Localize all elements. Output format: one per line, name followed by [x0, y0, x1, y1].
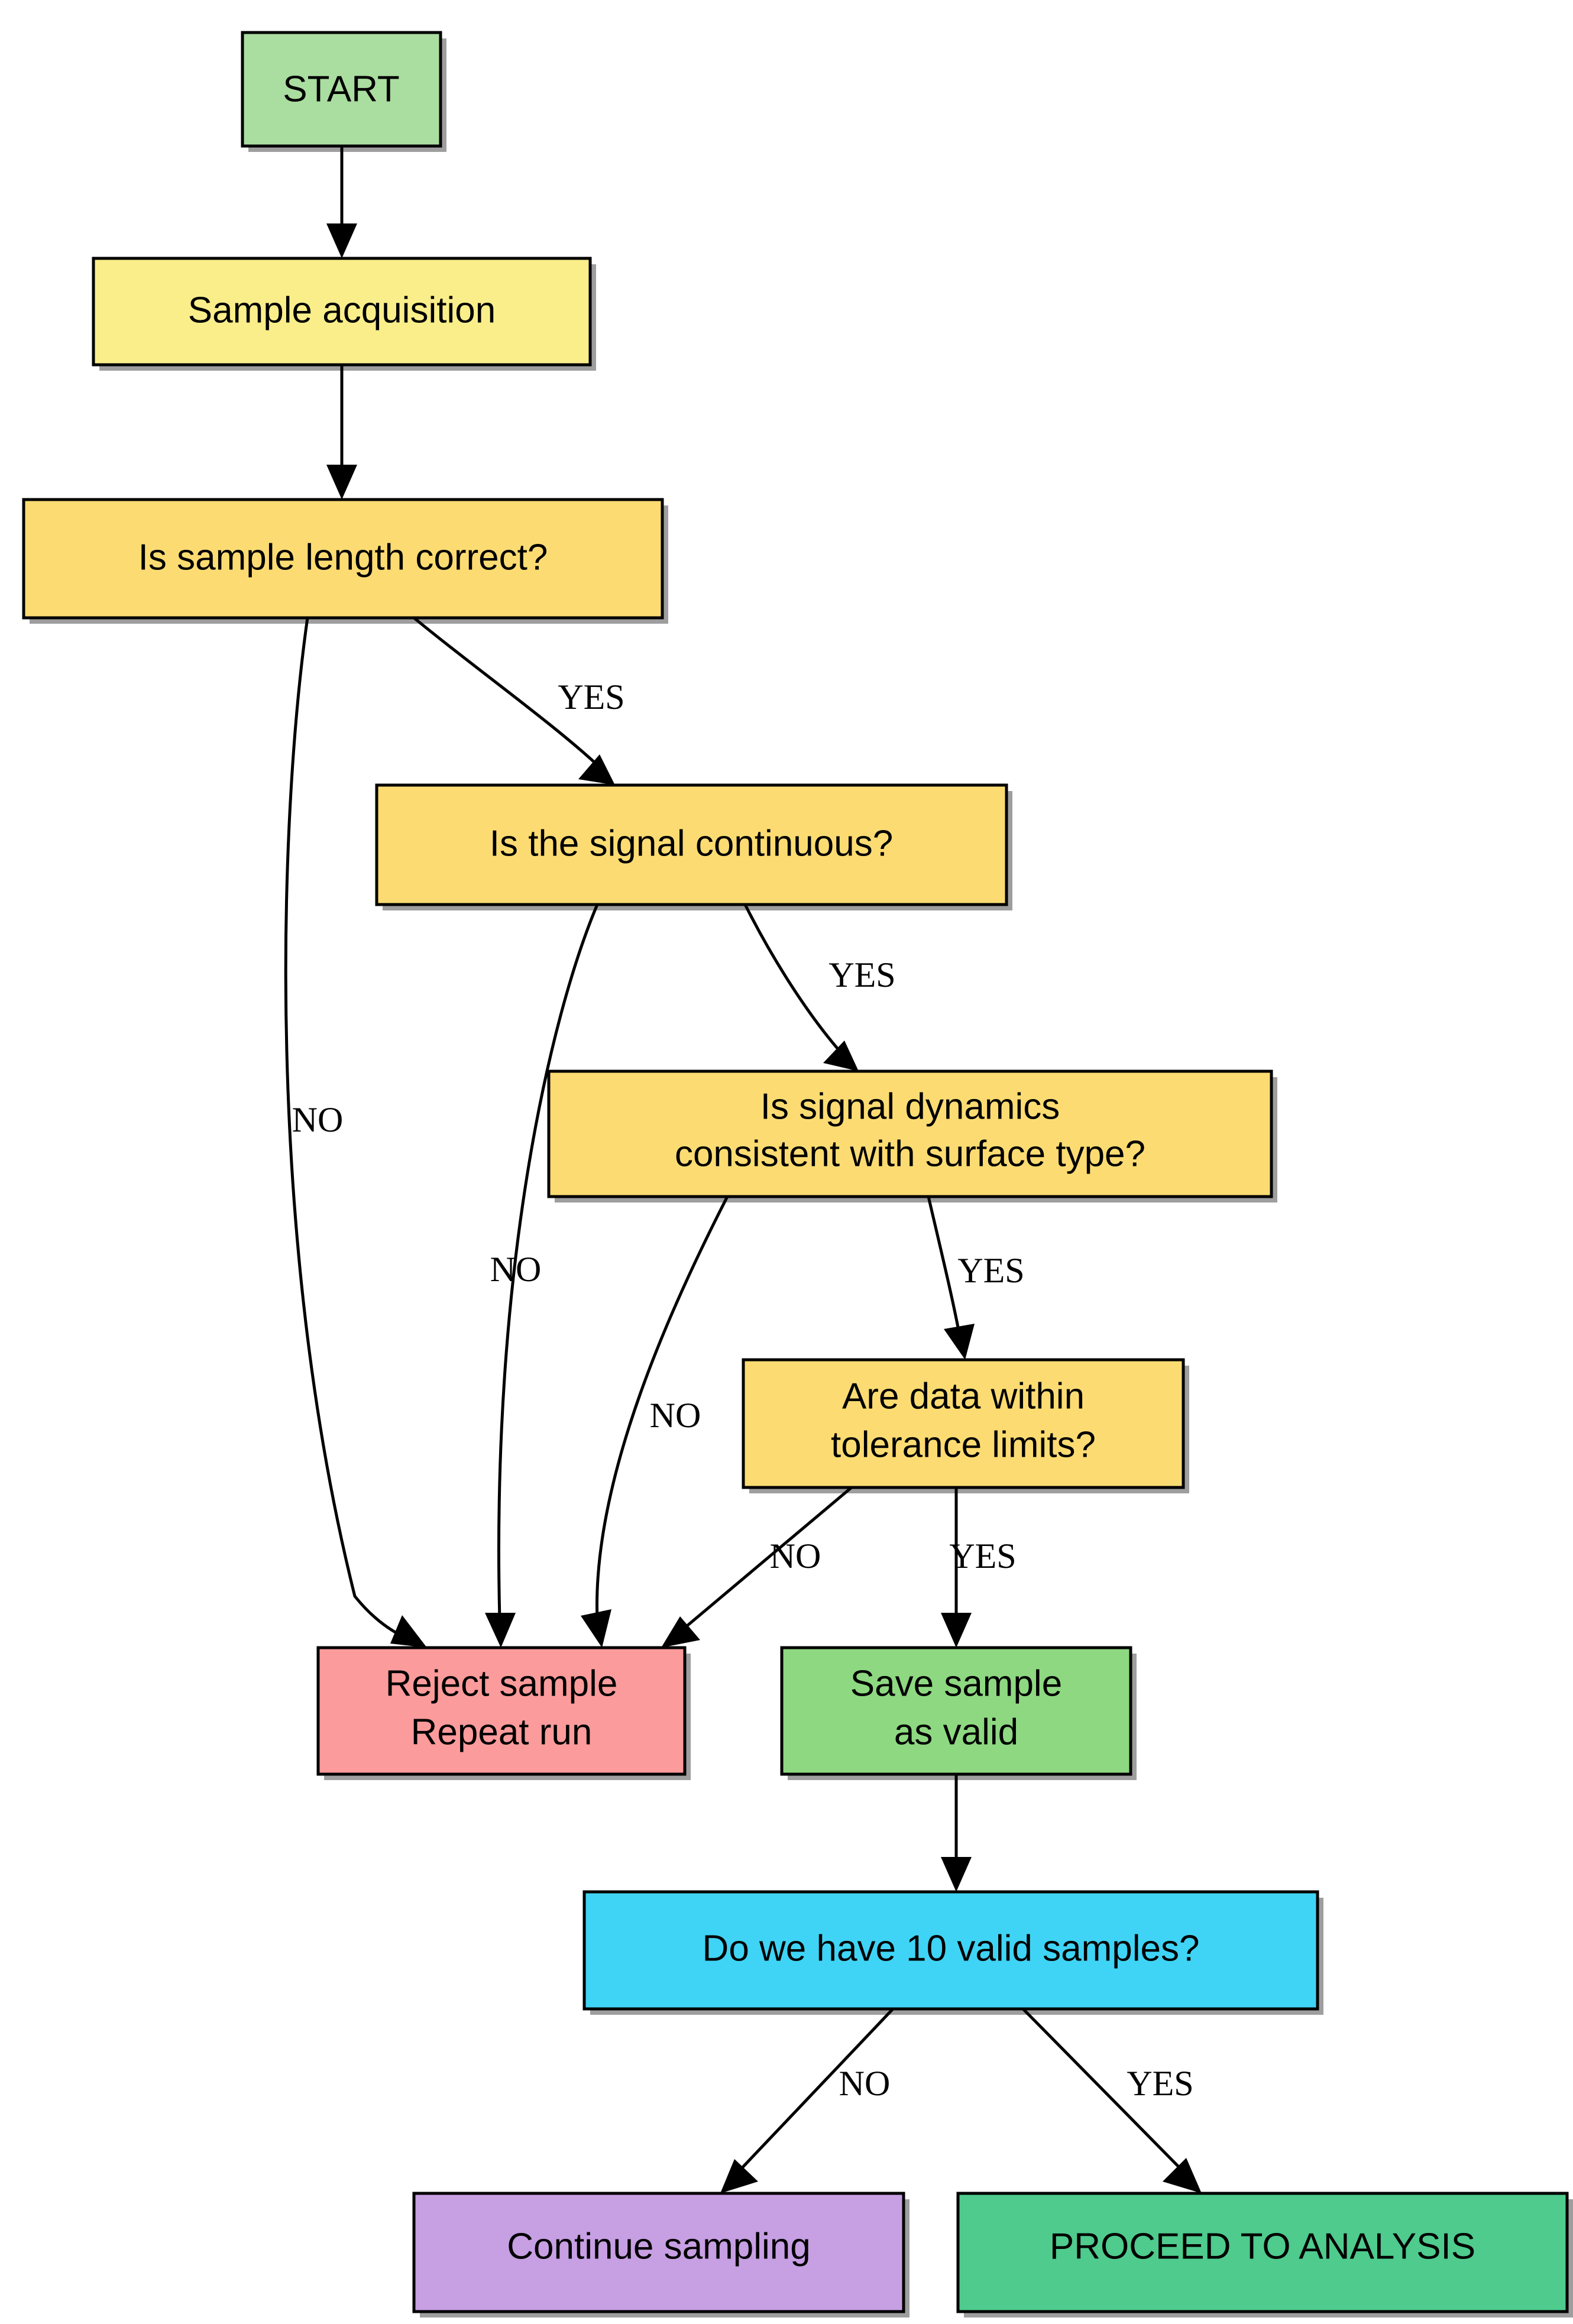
- edge-line: [927, 1196, 962, 1340]
- node-rect[interactable]: [92, 257, 592, 367]
- node-is-signal-dynamics-consistent[interactable]: Is signal dynamics consistent with surfa…: [547, 1069, 1277, 1202]
- edge-line: [738, 2008, 894, 2172]
- edge-label-no-length-reject: NO: [292, 1100, 344, 1139]
- node-start[interactable]: START: [241, 31, 446, 152]
- edge-label-no-continuous-reject: NO: [490, 1250, 542, 1289]
- edge-line: [284, 617, 409, 1641]
- node-reject-sample-line1: Reject sample: [386, 1663, 618, 1704]
- edge-label-yes-continuous-dynamics: YES: [828, 955, 895, 994]
- node-continue-sampling[interactable]: Continue sampling: [412, 2192, 910, 2317]
- arrow-head-icon: [326, 223, 357, 258]
- node-rect[interactable]: [241, 31, 442, 148]
- edge-start-to-acquire: [326, 146, 357, 258]
- node-continue-sampling-label: Continue sampling: [507, 2226, 811, 2267]
- edge-label-no-tolerance-reject: NO: [770, 1537, 821, 1576]
- node-rect[interactable]: [375, 783, 1008, 906]
- node-rect[interactable]: [22, 498, 664, 620]
- edge-tensamples-to-continue: [720, 2008, 894, 2193]
- edge-tensamples-to-proceed: [1022, 2008, 1202, 2193]
- node-do-we-have-10-valid-samples[interactable]: Do we have 10 valid samples?: [582, 1890, 1323, 2015]
- node-reject-sample[interactable]: Reject sample Repeat run: [316, 1646, 691, 1780]
- edge-line: [743, 903, 841, 1052]
- node-do-we-have-10-valid-samples-label: Do we have 10 valid samples?: [703, 1928, 1200, 1969]
- node-is-sample-length-correct-label: Is sample length correct?: [138, 537, 548, 578]
- arrow-head-icon: [326, 465, 357, 500]
- edge-line: [413, 617, 597, 765]
- node-sample-acquisition-label: Sample acquisition: [188, 290, 496, 330]
- node-layer: START Sample acquisition Is sample lengt…: [22, 31, 1573, 2317]
- node-proceed-to-analysis-label: PROCEED TO ANALYSIS: [1050, 2226, 1475, 2267]
- edge-line: [595, 1195, 729, 1620]
- edge-line: [679, 1486, 853, 1633]
- node-save-sample-as-valid[interactable]: Save sample as valid: [780, 1646, 1137, 1780]
- edge-tolerance-to-reject: [661, 1486, 853, 1648]
- edge-continuous-to-dynamics: [743, 903, 859, 1071]
- arrow-head-icon: [578, 754, 615, 785]
- node-rect[interactable]: [412, 2192, 905, 2313]
- node-save-sample-line1: Save sample: [850, 1663, 1062, 1704]
- arrow-head-icon: [661, 1616, 700, 1648]
- arrow-head-icon: [485, 1613, 516, 1648]
- node-sample-acquisition[interactable]: Sample acquisition: [92, 257, 596, 371]
- edge-label-yes-tensamples-proceed: YES: [1127, 2064, 1193, 2103]
- edge-label-yes-length-continuous: YES: [558, 678, 624, 717]
- node-are-data-within-tolerance-line1: Are data within: [842, 1376, 1085, 1417]
- arrow-head-icon: [581, 1609, 611, 1648]
- node-rect[interactable]: [316, 1646, 687, 1776]
- edge-label-no-dynamics-reject: NO: [650, 1396, 701, 1435]
- edge-acquire-to-length: [326, 365, 357, 500]
- edge-continuous-to-reject: [485, 904, 599, 1648]
- arrow-head-icon: [941, 1857, 972, 1892]
- edge-tolerance-to-save: [941, 1487, 972, 1648]
- node-is-sample-length-correct[interactable]: Is sample length correct?: [22, 498, 668, 624]
- edge-dynamics-to-reject: [581, 1195, 729, 1648]
- edge-save-to-tensamples: [941, 1774, 972, 1892]
- arrow-head-icon: [390, 1615, 427, 1648]
- edge-line: [1022, 2008, 1184, 2172]
- node-is-signal-dynamics-line2: consistent with surface type?: [675, 1133, 1145, 1174]
- node-reject-sample-line2: Repeat run: [411, 1712, 593, 1752]
- edge-dynamics-to-tolerance: [927, 1196, 975, 1360]
- edge-line: [497, 904, 599, 1620]
- arrow-head-icon: [1163, 2158, 1202, 2193]
- arrow-head-icon: [941, 1613, 972, 1648]
- arrow-head-icon: [720, 2159, 758, 2193]
- node-start-label: START: [283, 69, 400, 109]
- node-rect[interactable]: [742, 1358, 1185, 1489]
- node-rect[interactable]: [780, 1646, 1132, 1776]
- node-is-signal-dynamics-line1: Is signal dynamics: [760, 1086, 1060, 1127]
- node-are-data-within-tolerance[interactable]: Are data within tolerance limits?: [742, 1358, 1189, 1493]
- node-rect[interactable]: [547, 1069, 1273, 1198]
- arrow-head-icon: [823, 1041, 859, 1071]
- arrow-head-icon: [944, 1324, 975, 1360]
- edge-length-to-reject: [284, 617, 427, 1648]
- edge-label-no-tensamples-continue: NO: [839, 2064, 891, 2103]
- node-proceed-to-analysis[interactable]: PROCEED TO ANALYSIS: [956, 2192, 1573, 2317]
- edge-label-yes-dynamics-tolerance: YES: [957, 1251, 1024, 1290]
- edge-label-yes-tolerance-save: YES: [949, 1537, 1016, 1576]
- node-rect[interactable]: [956, 2192, 1569, 2313]
- node-are-data-within-tolerance-line2: tolerance limits?: [831, 1424, 1096, 1465]
- edge-length-to-continuous: [413, 617, 615, 785]
- edge-layer: Reject --> Is the signal continuous? -->…: [284, 146, 1202, 2193]
- edge-label-layer: YES NO YES NO YES NO NO YES NO YES: [292, 678, 1194, 2103]
- node-save-sample-line2: as valid: [894, 1712, 1018, 1752]
- node-rect[interactable]: [582, 1890, 1319, 2011]
- node-is-the-signal-continuous-label: Is the signal continuous?: [490, 823, 893, 864]
- node-is-the-signal-continuous[interactable]: Is the signal continuous?: [375, 783, 1012, 910]
